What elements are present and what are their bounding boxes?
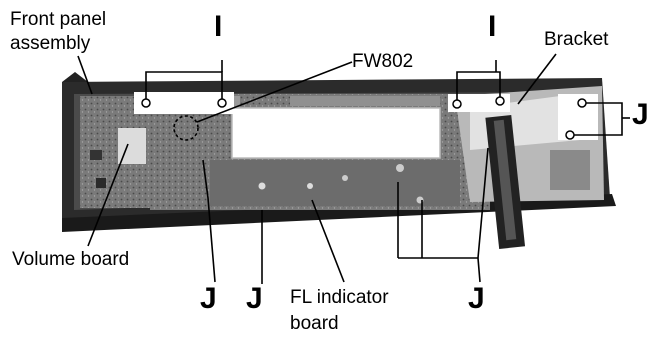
volume-board-label: Volume board: [12, 249, 130, 270]
screw-marker-i-left: I: [214, 10, 223, 43]
leader-lines: [77, 53, 630, 284]
screw-marker-i-right: I: [488, 10, 497, 43]
front-panel-assembly-label-line2: assembly: [10, 33, 91, 54]
front-panel-assembly-label-line1: Front panel: [10, 9, 107, 30]
screw-markers: [134, 92, 598, 140]
fl-indicator-board: [210, 160, 460, 206]
fl-display-window: [231, 107, 441, 159]
bracket-label: Bracket: [544, 29, 609, 50]
screw-marker-j-bottom-right: J: [468, 282, 485, 315]
fw802-highlight: [173, 115, 199, 141]
fw802-label: FW802: [352, 51, 414, 72]
fl-indicator-board-label-line1: FL indicator: [290, 287, 389, 308]
screw-marker-j-bottom-middle: J: [246, 282, 263, 315]
screw-points: [141, 96, 587, 140]
volume-board: [80, 96, 156, 208]
screw-marker-j-bottom-left: J: [200, 282, 217, 315]
screw-marker-j-right: J: [632, 98, 649, 131]
fl-indicator-board-label-line2: board: [290, 313, 339, 334]
